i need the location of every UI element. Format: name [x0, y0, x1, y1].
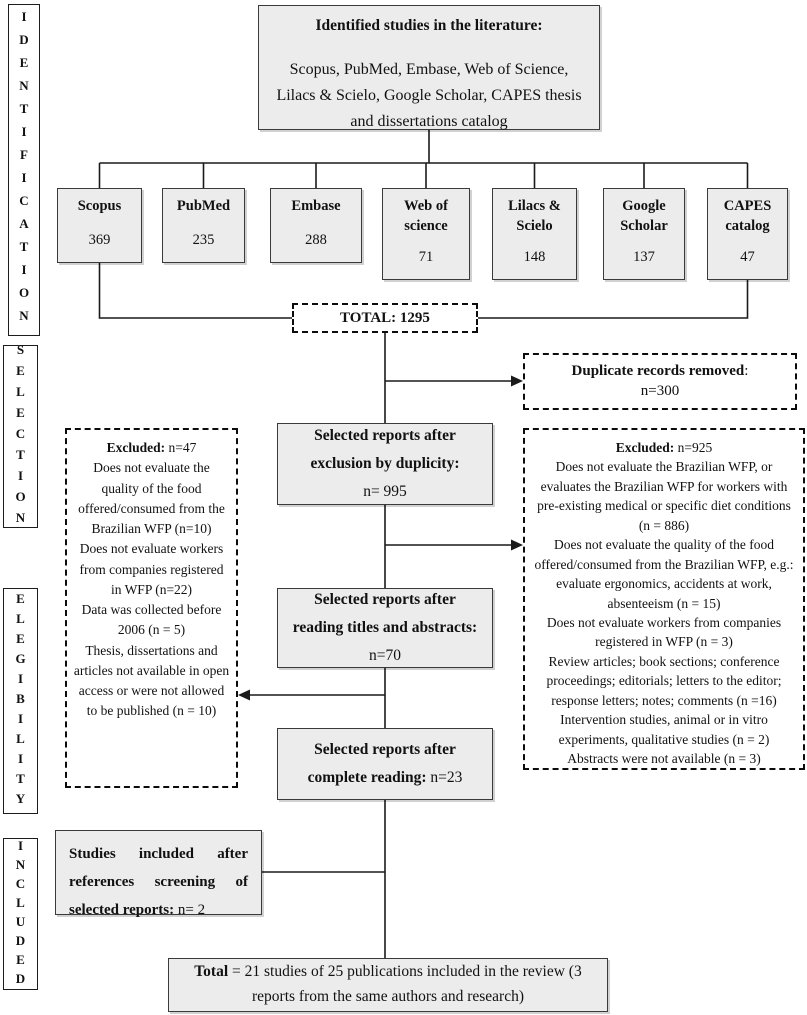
db-count: 288 — [305, 232, 327, 249]
identified-studies-title: Identified studies in the literature: — [315, 17, 543, 34]
excluded-right-item: Review articles; book sections; conferen… — [546, 653, 782, 708]
selected-after-titles-box: Selected reports after reading titles an… — [277, 588, 493, 668]
selected-after-duplicity-box: Selected reports after exclusion by dupl… — [277, 423, 493, 505]
db-box-lilacs-scielo: Lilacs & Scielo 148 — [492, 188, 577, 280]
db-count: 235 — [192, 232, 215, 249]
final-total-box: Total = 21 studies of 25 publications in… — [168, 958, 608, 1012]
excluded-right-box: Excluded: n=925 Does not evaluate the Br… — [523, 428, 805, 770]
excluded-left-box: Excluded: n=47 Does not evaluate the qua… — [65, 428, 238, 788]
identified-studies-sources: Scopus, PubMed, Embase, Web of Science, … — [276, 60, 582, 131]
excluded-left-item: Thesis, dissertations and articles not a… — [73, 642, 230, 719]
phase-included: INCLUDED — [3, 838, 38, 990]
db-box-embase: Embase 288 — [270, 188, 362, 263]
total-box: TOTAL: 1295 — [292, 303, 478, 333]
references-screening-count: n= 2 — [177, 901, 206, 918]
phase-identification-label: IDENTIFICATION — [16, 9, 32, 331]
excluded-right-header: Excluded: n=925 — [615, 440, 713, 455]
references-screening-box: Studies included after references screen… — [55, 830, 262, 918]
selected-after-duplicity-text: Selected reports after exclusion by dupl… — [292, 422, 478, 506]
db-box-pubmed: PubMed 235 — [162, 188, 245, 263]
db-box-capes-catalog: CAPES catalog 47 — [707, 188, 788, 280]
excluded-right-item: Abstracts were not available (n = 3) — [567, 751, 761, 766]
phase-selection: SELECTION — [3, 342, 38, 531]
phase-selection-label: SELECTION — [13, 342, 28, 531]
phase-eligibility: ELEGIBILITY — [3, 588, 38, 814]
excluded-right-item: Does not evaluate the quality of the foo… — [534, 537, 794, 611]
db-box-web-of-science: Web of science 71 — [382, 188, 470, 280]
selected-after-reading-text: Selected reports after complete reading:… — [307, 741, 463, 786]
excluded-left-item: Data was collected before 2006 (n = 5) — [81, 602, 222, 638]
phase-identification: IDENTIFICATION — [8, 4, 40, 336]
db-name: Google Scholar — [620, 198, 668, 234]
db-name: Scopus — [77, 198, 122, 214]
selected-after-reading-box: Selected reports after complete reading:… — [277, 728, 493, 800]
db-count: 369 — [88, 232, 111, 249]
db-box-scopus: Scopus 369 — [57, 188, 142, 263]
selected-after-duplicity-count: n= 995 — [363, 482, 407, 500]
selected-after-titles-count: n=70 — [369, 646, 401, 664]
db-name: Web of science — [404, 198, 448, 234]
db-count: 148 — [523, 249, 546, 266]
db-name: PubMed — [176, 198, 231, 214]
identified-studies-box: Identified studies in the literature: Sc… — [258, 5, 600, 130]
db-count: 71 — [418, 249, 434, 266]
selected-after-titles-text: Selected reports after reading titles an… — [292, 591, 478, 664]
selected-after-reading-count: n=23 — [430, 769, 463, 786]
excluded-right-item: Intervention studies, animal or in vitro… — [558, 712, 770, 747]
phase-included-label: INCLUDED — [13, 838, 28, 990]
db-name: Embase — [291, 198, 341, 214]
db-name: CAPES catalog — [723, 198, 772, 234]
duplicates-removed-box: Duplicate records removed: n=300 — [523, 353, 797, 410]
phase-eligibility-label: ELEGIBILITY — [13, 591, 28, 811]
db-box-google-scholar: Google Scholar 137 — [603, 188, 685, 280]
excluded-left-item: Does not evaluate workers from companies… — [79, 541, 224, 597]
excluded-right-item: Does not evaluate the Brazilian WFP, or … — [537, 459, 791, 533]
total-label: TOTAL: 1295 — [340, 309, 430, 326]
db-name: Lilacs & Scielo — [508, 198, 561, 234]
duplicates-removed-count: n=300 — [640, 383, 680, 400]
excluded-left-item: Does not evaluate the quality of the foo… — [78, 460, 225, 536]
db-count: 137 — [633, 249, 655, 266]
final-total-text: Total = 21 studies of 25 publications in… — [194, 963, 582, 1005]
duplicates-removed-title: Duplicate records removed: — [571, 363, 749, 379]
excluded-left-header: Excluded: n=47 — [106, 440, 197, 455]
db-count: 47 — [740, 249, 755, 266]
excluded-right-item: Does not evaluate workers from companies… — [546, 614, 782, 650]
